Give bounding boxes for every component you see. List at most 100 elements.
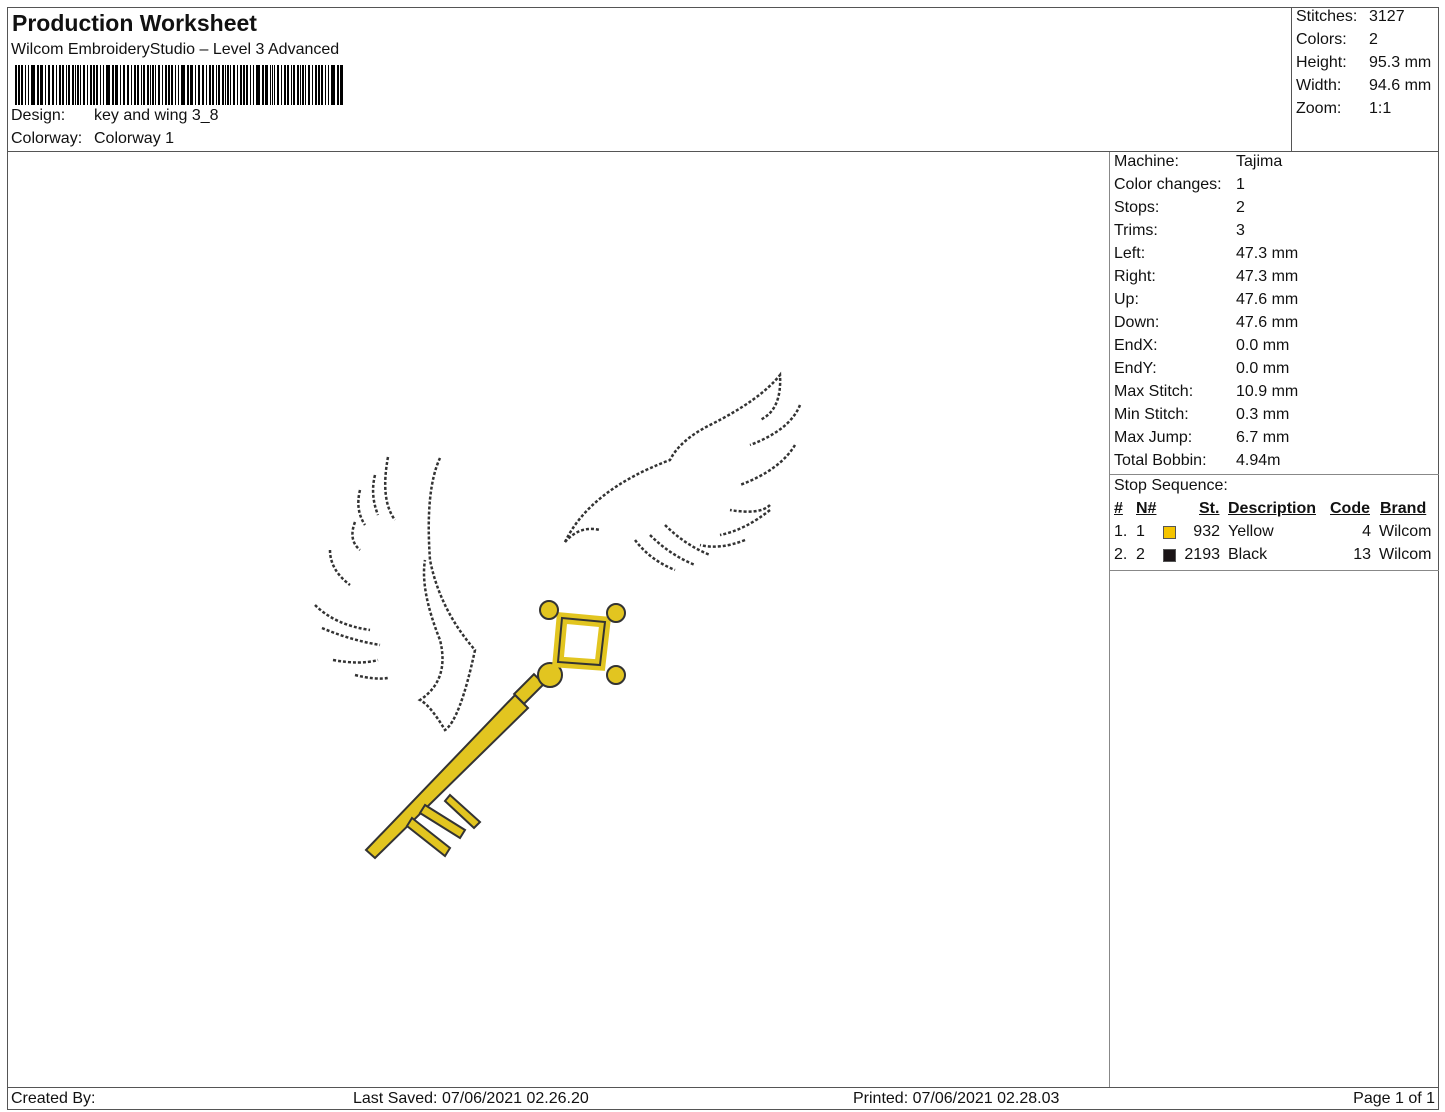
barcode-bar <box>149 65 152 105</box>
row-needle: 1 <box>1136 523 1145 540</box>
machine-label: Max Jump: <box>1114 429 1193 446</box>
key <box>364 600 626 860</box>
barcode-bar <box>51 65 55 105</box>
barcode-bar <box>296 65 299 105</box>
software-name: Wilcom EmbroideryStudio – Level 3 Advanc… <box>11 41 340 58</box>
page-number: Page 1 of 1 <box>1353 1090 1435 1107</box>
barcode-bar <box>341 65 343 105</box>
stat-label: Zoom: <box>1296 100 1342 117</box>
barcode-bar <box>136 65 139 105</box>
machine-value: 47.6 mm <box>1236 291 1299 308</box>
barcode-bar <box>30 65 32 105</box>
machine-label: Down: <box>1114 314 1160 331</box>
machine-value: 2 <box>1236 199 1245 216</box>
machine-value: Tajima <box>1236 153 1283 170</box>
stat-value: 94.6 mm <box>1369 77 1432 94</box>
worksheet-footer: Created By: Last Saved: 07/06/2021 02.26… <box>7 1087 1439 1110</box>
machine-label: EndX: <box>1114 337 1158 354</box>
barcode-bar <box>189 65 191 105</box>
barcode-bar <box>66 65 68 105</box>
barcode-bar <box>186 65 189 105</box>
last-saved: Last Saved: 07/06/2021 02.26.20 <box>353 1090 589 1107</box>
barcode-bar <box>332 65 335 105</box>
barcode-bar <box>15 65 18 105</box>
embroidery-design-preview <box>314 371 802 860</box>
colorway-name: Colorway 1 <box>94 130 175 147</box>
barcode-bar <box>255 65 257 105</box>
barcode-bar <box>77 65 80 105</box>
row-needle: 2 <box>1136 546 1145 563</box>
barcode-bar <box>253 65 254 105</box>
barcode-bar <box>68 65 70 105</box>
barcode-bar <box>269 65 271 105</box>
col-n: N# <box>1136 500 1157 517</box>
stat-value: 3127 <box>1369 8 1405 25</box>
created-by: Created By: <box>11 1090 96 1107</box>
divider <box>1110 570 1439 571</box>
barcode-bar <box>41 65 43 105</box>
barcode-bar <box>314 65 318 105</box>
printed-date: Printed: 07/06/2021 02.28.03 <box>853 1090 1060 1107</box>
left-wing <box>314 456 477 732</box>
barcode-bar <box>233 65 235 105</box>
barcode-bar <box>211 65 214 105</box>
right-wing <box>563 371 802 572</box>
machine-value: 47.3 mm <box>1236 245 1299 262</box>
barcode-bar <box>114 65 116 105</box>
barcode-bar <box>146 65 149 105</box>
barcode-bar <box>71 65 74 105</box>
barcode-bar <box>330 65 332 105</box>
machine-label: Right: <box>1114 268 1156 285</box>
barcode-bar <box>257 65 260 105</box>
barcode-bar <box>61 65 64 105</box>
barcode-bar <box>21 65 23 105</box>
machine-value: 0.0 mm <box>1236 360 1290 377</box>
barcode-bar <box>116 65 118 105</box>
barcode-bar <box>49 65 50 105</box>
barcode-bar <box>105 65 107 105</box>
machine-label: Stops: <box>1114 199 1160 216</box>
barcode-bar <box>93 65 96 105</box>
barcode-bar <box>134 65 136 105</box>
barcode-bar <box>284 65 286 105</box>
machine-value: 0.3 mm <box>1236 406 1290 423</box>
barcode-bar <box>178 65 179 105</box>
barcode-bar <box>266 65 268 105</box>
barcode-bar <box>180 65 182 105</box>
worksheet-header: Production Worksheet Wilcom EmbroiderySt… <box>7 7 1291 152</box>
row-description: Yellow <box>1228 523 1274 540</box>
machine-label: Trims: <box>1114 222 1158 239</box>
barcode-bar <box>318 65 321 105</box>
stat-label: Width: <box>1296 77 1342 94</box>
machine-value: 0.0 mm <box>1236 337 1290 354</box>
barcode-bar <box>302 65 305 105</box>
stat-value: 1:1 <box>1369 100 1392 117</box>
barcode-bar <box>36 65 39 105</box>
barcode-bar <box>56 65 58 105</box>
barcode-bar <box>80 65 82 105</box>
row-description: Black <box>1228 546 1268 563</box>
barcode-bar <box>272 65 274 105</box>
machine-label: Machine: <box>1114 153 1179 170</box>
barcode-bar <box>28 65 29 105</box>
barcode-bar <box>246 65 248 105</box>
barcode-bar <box>321 65 323 105</box>
barcode-bar <box>197 65 199 105</box>
colorway-label: Colorway: <box>11 130 83 147</box>
barcode-bar <box>286 65 289 105</box>
divider <box>1110 474 1439 475</box>
barcode-bar <box>96 65 98 105</box>
stat-value: 2 <box>1369 31 1378 48</box>
machine-value: 4.94m <box>1236 452 1281 469</box>
col-description: Description <box>1228 500 1317 517</box>
color-swatch <box>1163 526 1176 539</box>
barcode-bar <box>290 65 293 105</box>
barcode-bar <box>194 65 196 105</box>
machine-label: Up: <box>1114 291 1139 308</box>
barcode-bar <box>299 65 302 105</box>
barcode-bar <box>206 65 208 105</box>
barcode-bar <box>199 65 200 105</box>
barcode-bar <box>230 65 232 105</box>
barcode-bar <box>89 65 93 105</box>
barcode-bar <box>161 65 163 105</box>
